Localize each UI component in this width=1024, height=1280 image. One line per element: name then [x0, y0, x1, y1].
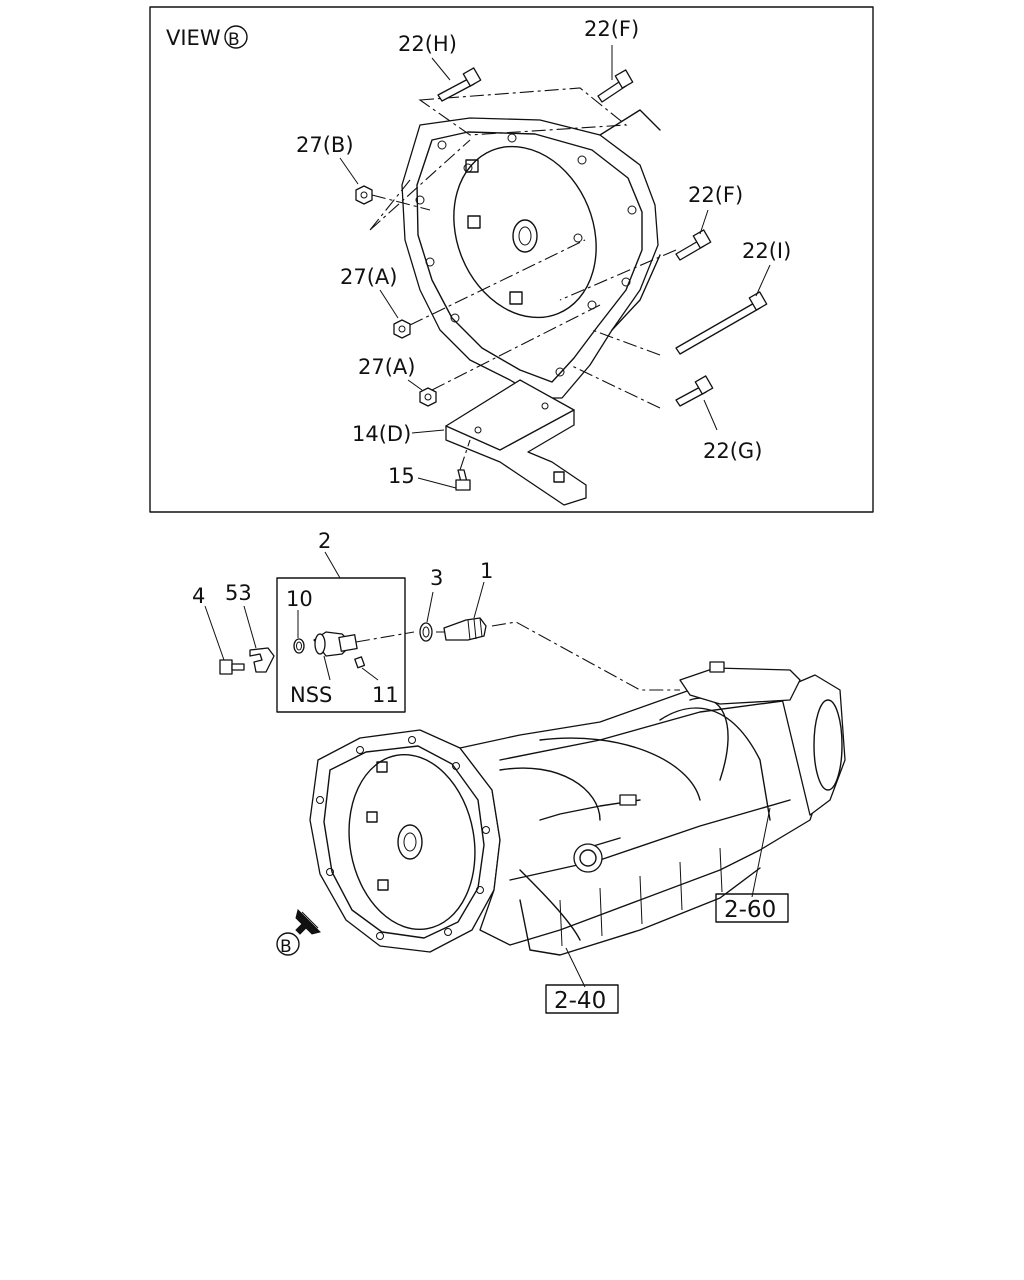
ref-box-2-40[interactable]: 2-40 — [545, 984, 619, 1014]
view-b-title-marker: B — [224, 25, 248, 50]
label-53: 53 — [225, 581, 252, 605]
nut-27a-lower — [419, 387, 437, 407]
view-b-panel: VIEW B — [149, 6, 874, 513]
group-2-leader — [324, 551, 341, 579]
nut-27a-upper — [393, 319, 411, 339]
svg-text:2-60: 2-60 — [724, 897, 776, 923]
leader-line — [409, 239, 586, 326]
bolt-4 — [219, 659, 245, 675]
label-22i: 22(I) — [742, 239, 791, 263]
leader-line — [569, 364, 661, 409]
view-b-arrow — [295, 909, 321, 935]
bracket-plate — [445, 379, 587, 506]
label-4: 4 — [192, 584, 205, 608]
seal-10 — [293, 638, 305, 654]
label-22f-top: 22(F) — [584, 17, 639, 41]
bolt-22f-mid — [675, 229, 712, 261]
bolt-22g — [675, 375, 714, 407]
leader-line — [459, 439, 471, 471]
label-2: 2 — [318, 529, 331, 553]
label-nss: NSS — [290, 683, 332, 707]
nut-27b — [355, 185, 373, 205]
label-22h: 22(H) — [398, 32, 457, 56]
main-assembly: B 2-60 2-40 2 4 53 10 3 1 NSS 11 — [192, 529, 846, 1014]
label-1: 1 — [480, 559, 493, 583]
leader-line — [591, 329, 661, 356]
label-22f-mid: 22(F) — [688, 183, 743, 207]
bolt-15 — [455, 469, 471, 491]
ref-box-2-60[interactable]: 2-60 — [715, 893, 789, 923]
label-27a-lower: 27(A) — [358, 355, 415, 379]
label-22g: 22(G) — [703, 439, 762, 463]
leader-line — [369, 139, 471, 231]
label-15: 15 — [388, 464, 415, 488]
bolt-22i — [675, 291, 768, 355]
leader-line — [559, 249, 677, 301]
label-14d: 14(D) — [352, 422, 411, 446]
label-10: 10 — [286, 587, 313, 611]
svg-text:2-40: 2-40 — [554, 988, 606, 1014]
svg-text:B: B — [228, 30, 240, 50]
label-11: 11 — [372, 683, 399, 707]
view-b-frame — [149, 6, 874, 513]
svg-text:B: B — [280, 937, 292, 957]
leader-line — [431, 304, 601, 391]
group-2-box — [276, 577, 406, 713]
plug-11 — [354, 656, 366, 669]
leader-line — [418, 87, 628, 136]
bolt-22f-top — [597, 69, 634, 103]
nss-sensor — [313, 631, 358, 657]
label-27a-upper: 27(A) — [340, 265, 397, 289]
clamp-53 — [249, 647, 275, 673]
view-b-marker: B — [276, 932, 300, 957]
sleeve-1 — [443, 617, 487, 641]
oring-3 — [419, 622, 433, 642]
view-b-title: VIEW — [166, 26, 221, 50]
converter-housing — [401, 109, 661, 399]
label-3: 3 — [430, 566, 443, 590]
transmission-case — [309, 661, 846, 956]
label-27b: 27(B) — [296, 133, 354, 157]
bolt-22h — [437, 67, 482, 102]
